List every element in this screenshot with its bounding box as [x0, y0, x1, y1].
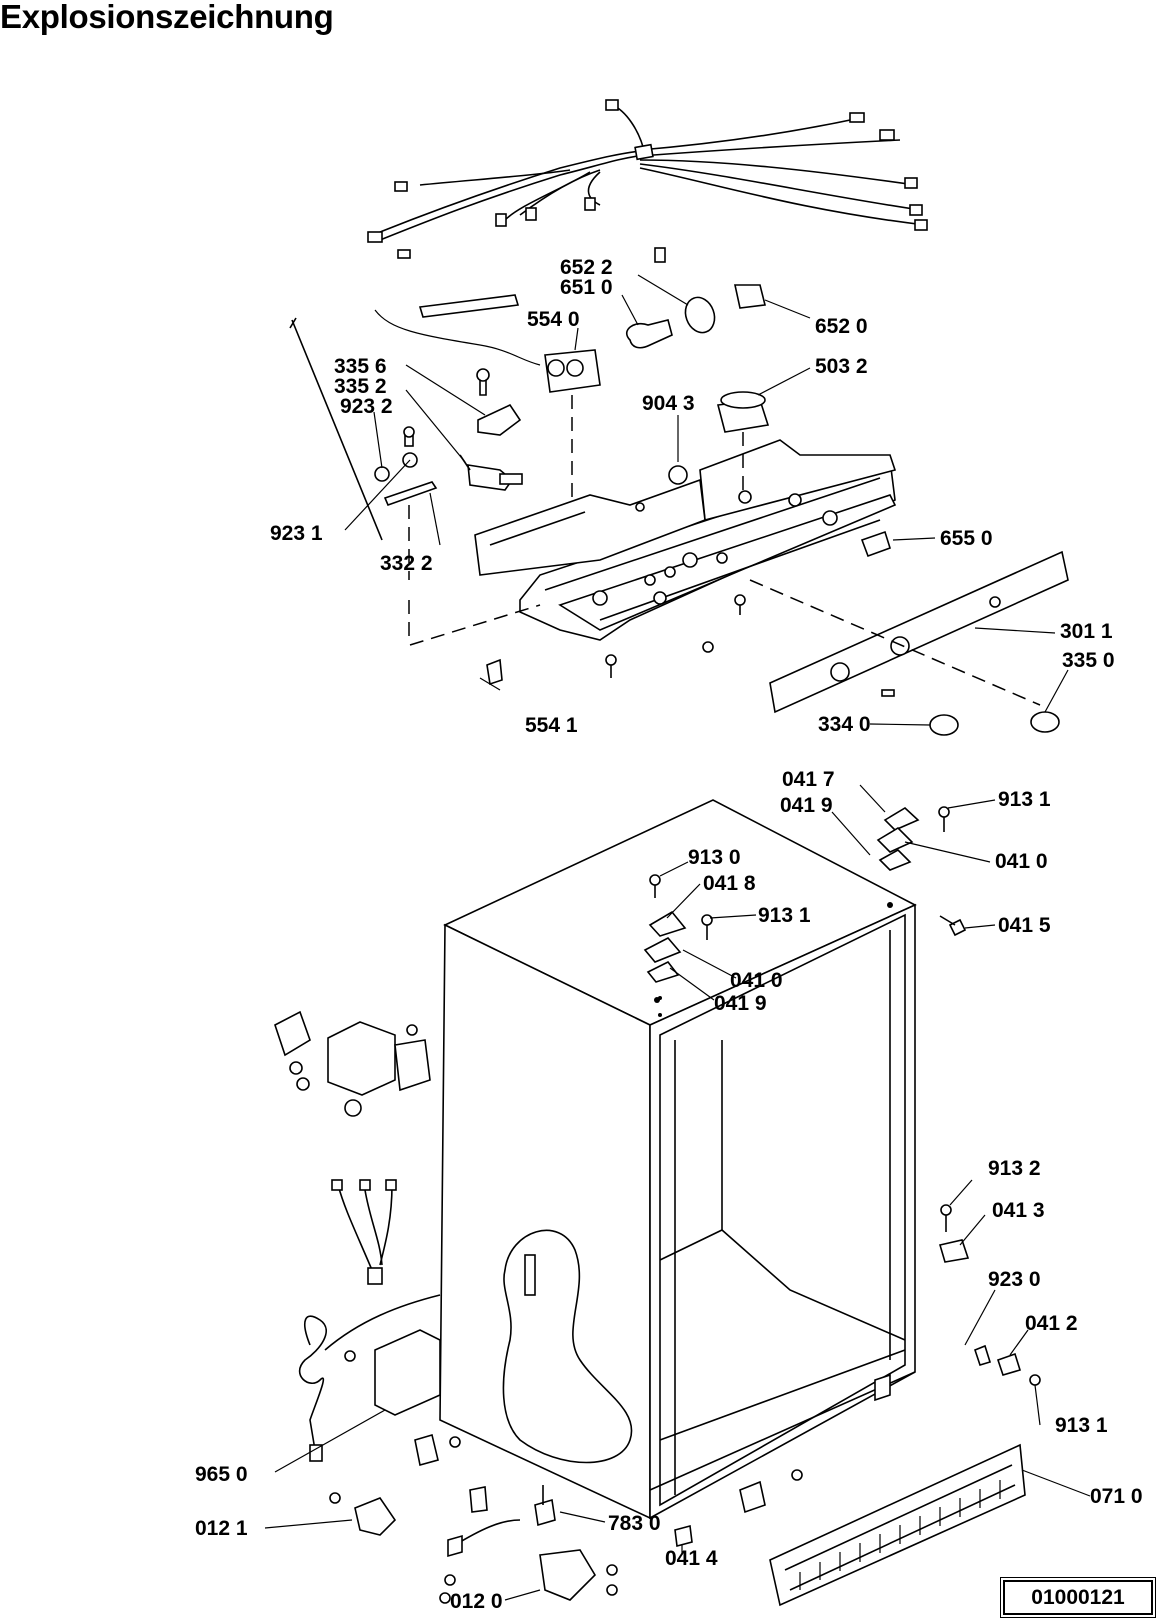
- capillary-rod: [291, 319, 383, 541]
- label-913-0: 913 0: [688, 846, 741, 869]
- label-041-0-a: 041 0: [995, 850, 1048, 873]
- hinge-top-left: [643, 874, 713, 1000]
- knob-335-0: [1030, 711, 1060, 733]
- lamp-assembly: [625, 284, 766, 349]
- label-041-8: 041 8: [703, 872, 756, 895]
- label-913-1-c: 913 1: [1055, 1414, 1108, 1437]
- switch-335-2: [459, 454, 523, 491]
- grommet-904-3: [668, 465, 688, 485]
- wire-leads: [331, 1179, 397, 1285]
- label-655-0: 655 0: [940, 527, 993, 550]
- label-923-2: 923 2: [340, 395, 393, 418]
- label-012-1: 012 1: [195, 1517, 248, 1540]
- label-913-1-b: 913 1: [758, 904, 811, 927]
- label-335-6: 335 6: [334, 355, 387, 378]
- label-012-0: 012 0: [450, 1590, 503, 1613]
- label-041-4: 041 4: [665, 1547, 718, 1570]
- thermostat: [374, 294, 601, 500]
- label-041-5: 041 5: [998, 914, 1051, 937]
- label-652-2: 652 2: [560, 256, 613, 279]
- label-651-0: 651 0: [560, 276, 613, 299]
- lever-332-2: [374, 426, 438, 640]
- label-923-0: 923 0: [988, 1268, 1041, 1291]
- label-923-1: 923 1: [270, 522, 323, 545]
- label-965-0: 965 0: [195, 1463, 248, 1486]
- label-041-3: 041 3: [992, 1199, 1045, 1222]
- label-783-0: 783 0: [608, 1512, 661, 1535]
- page-title: Explosionszeichnung: [0, 0, 334, 35]
- label-041-9: 041 9: [780, 794, 833, 817]
- label-041-2: 041 2: [1025, 1312, 1078, 1335]
- front-panel: [749, 550, 1069, 714]
- label-904-3: 904 3: [642, 392, 695, 415]
- clip-554-1: [486, 658, 503, 686]
- wiring-harness: [367, 99, 928, 263]
- label-335-0: 335 0: [1062, 649, 1115, 672]
- label-332-2: 332 2: [380, 552, 433, 575]
- defrost-timer: [716, 391, 770, 490]
- label-913-2: 913 2: [988, 1157, 1041, 1180]
- bracket-335-6: [477, 403, 522, 436]
- hinge-top-right: [876, 806, 967, 937]
- connector-655-0: [860, 530, 891, 558]
- label-335-2: 335 2: [334, 375, 387, 398]
- label-041-0-b: 041 0: [730, 969, 783, 992]
- knob-334-0: [929, 714, 959, 736]
- leader-lines: [264, 274, 1091, 1601]
- label-554-0: 554 0: [527, 308, 580, 331]
- cabinet: [439, 799, 917, 1520]
- label-554-1: 554 1: [525, 714, 578, 737]
- hinge-bottom-right: [938, 1204, 1041, 1386]
- power-cord-box: [298, 1294, 441, 1462]
- label-041-7: 041 7: [782, 768, 835, 791]
- label-652-0: 652 0: [815, 315, 868, 338]
- kick-plate-grille: [769, 1443, 1026, 1607]
- control-housing: [474, 439, 897, 641]
- part-labels: 652 2 651 0 652 0 554 0 335 6 335 2 923 …: [195, 256, 1143, 1613]
- bottom-parts: [329, 1433, 803, 1604]
- label-301-1: 301 1: [1060, 620, 1113, 643]
- document-number: 01000121: [1000, 1577, 1156, 1618]
- relay-assembly: [274, 1010, 431, 1117]
- screws-upper: [605, 502, 746, 678]
- label-041-9-b: 041 9: [714, 992, 767, 1015]
- label-334-0: 334 0: [818, 713, 871, 736]
- label-913-1-a: 913 1: [998, 788, 1051, 811]
- label-071-0: 071 0: [1090, 1485, 1143, 1508]
- label-503-2: 503 2: [815, 355, 868, 378]
